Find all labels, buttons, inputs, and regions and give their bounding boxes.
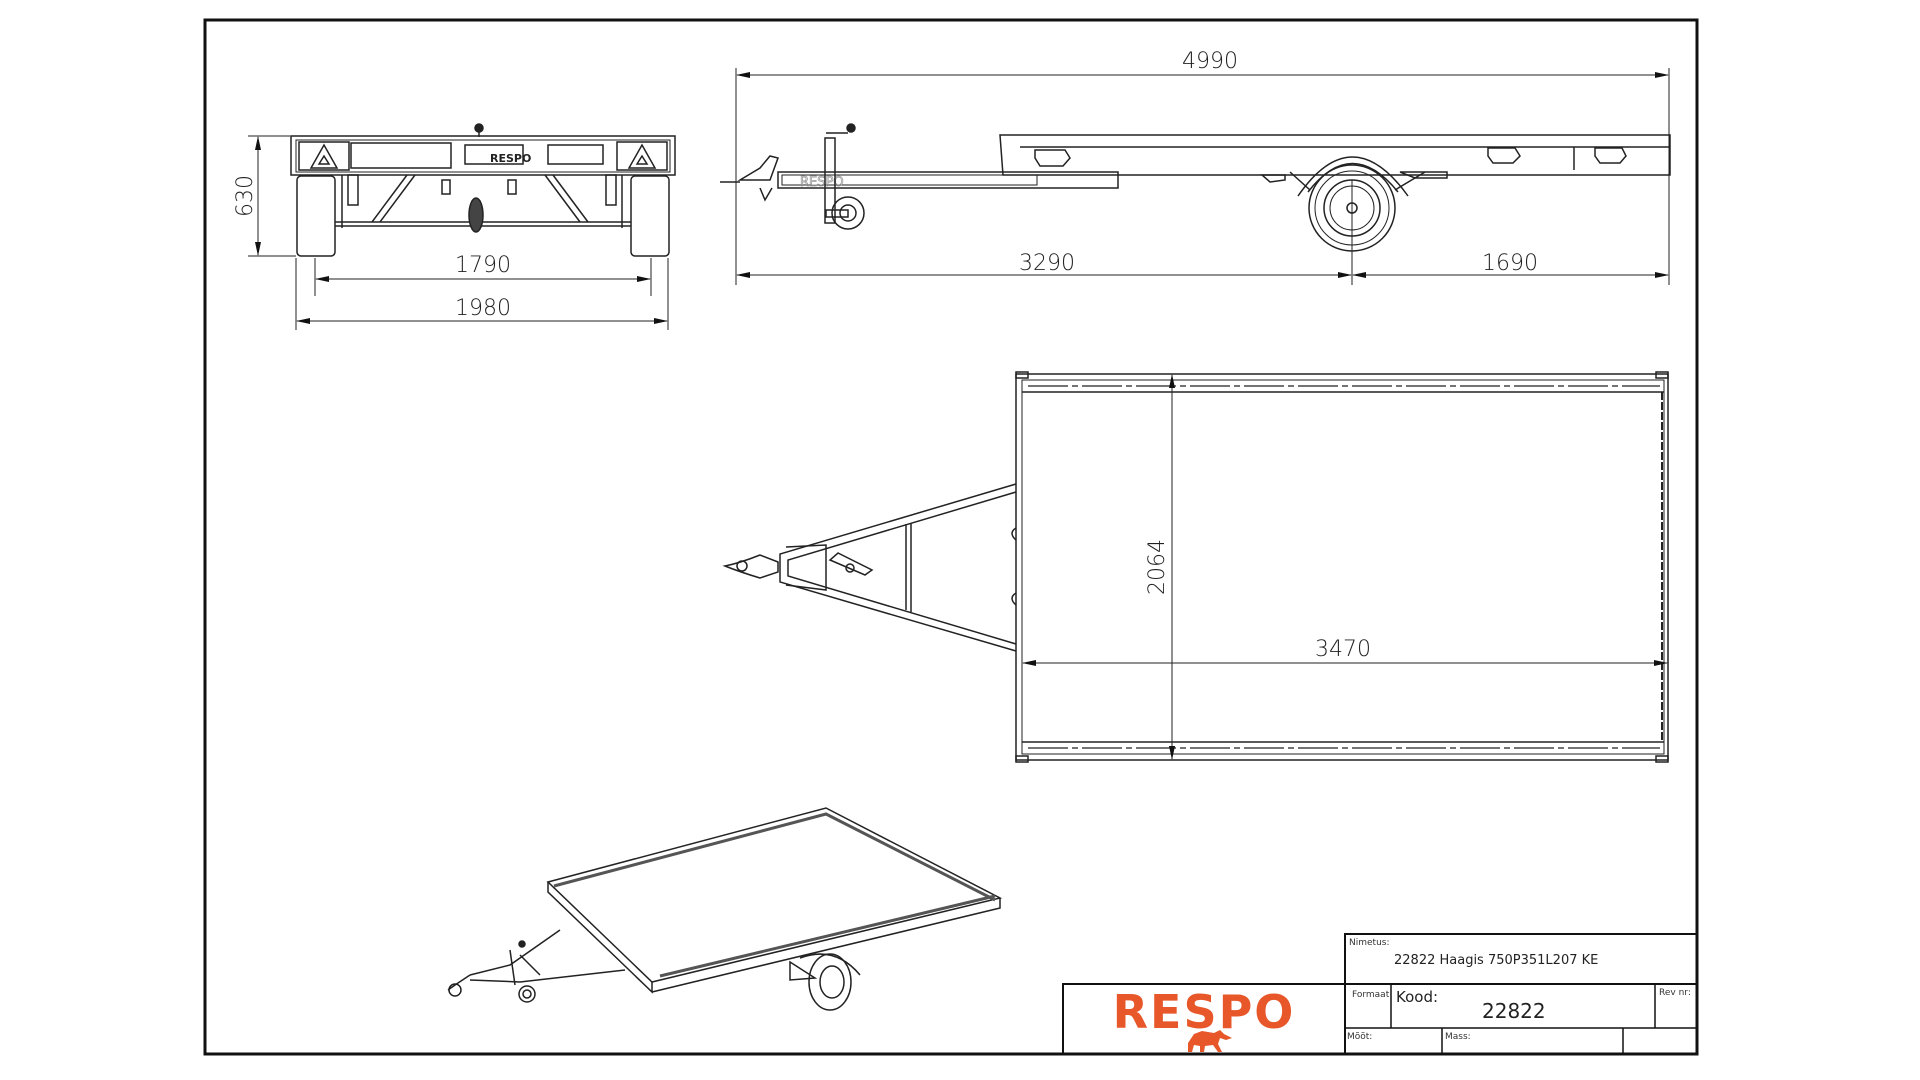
top-view-dimensions xyxy=(1022,374,1668,760)
svg-text:RESPO: RESPO xyxy=(490,152,531,165)
nimetus-value: 22822 Haagis 750P351L207 KE xyxy=(1394,953,1598,968)
dim-axle-to-rear: 1690 xyxy=(1482,251,1538,276)
dim-bed-length: 3470 xyxy=(1315,637,1371,662)
side-view-dimensions xyxy=(735,68,1670,285)
kood-value: 22822 xyxy=(1482,999,1546,1023)
isometric-view xyxy=(447,807,1003,1011)
dim-track-width: 1790 xyxy=(455,253,511,278)
front-view-dimensions xyxy=(248,135,669,330)
moot-label: Mõõt: xyxy=(1347,1032,1372,1042)
sheet-border xyxy=(203,18,1699,1056)
dim-overall-length: 4990 xyxy=(1182,49,1238,74)
dim-overall-width: 1980 xyxy=(455,296,511,321)
rev-label: Rev nr: xyxy=(1659,988,1691,998)
mass-label: Mass: xyxy=(1445,1032,1471,1042)
nimetus-label: Nimetus: xyxy=(1349,938,1390,948)
respo-logo: RESPO xyxy=(1113,985,1296,1052)
formaat-label: Formaat xyxy=(1352,990,1390,1000)
dim-bed-width: 2064 xyxy=(1145,539,1170,595)
logo-text: RESPO xyxy=(1113,985,1296,1039)
dim-height: 630 xyxy=(233,175,258,217)
title-block xyxy=(1062,933,1698,1055)
svg-text:RESPO: RESPO xyxy=(800,175,844,190)
kood-label: Kood: xyxy=(1396,988,1438,1006)
side-view: RESPO xyxy=(720,123,1671,252)
bull-icon xyxy=(1188,1030,1232,1052)
top-view xyxy=(722,371,1669,763)
dim-front-to-axle: 3290 xyxy=(1019,251,1075,276)
front-view: RESPO xyxy=(290,123,676,257)
